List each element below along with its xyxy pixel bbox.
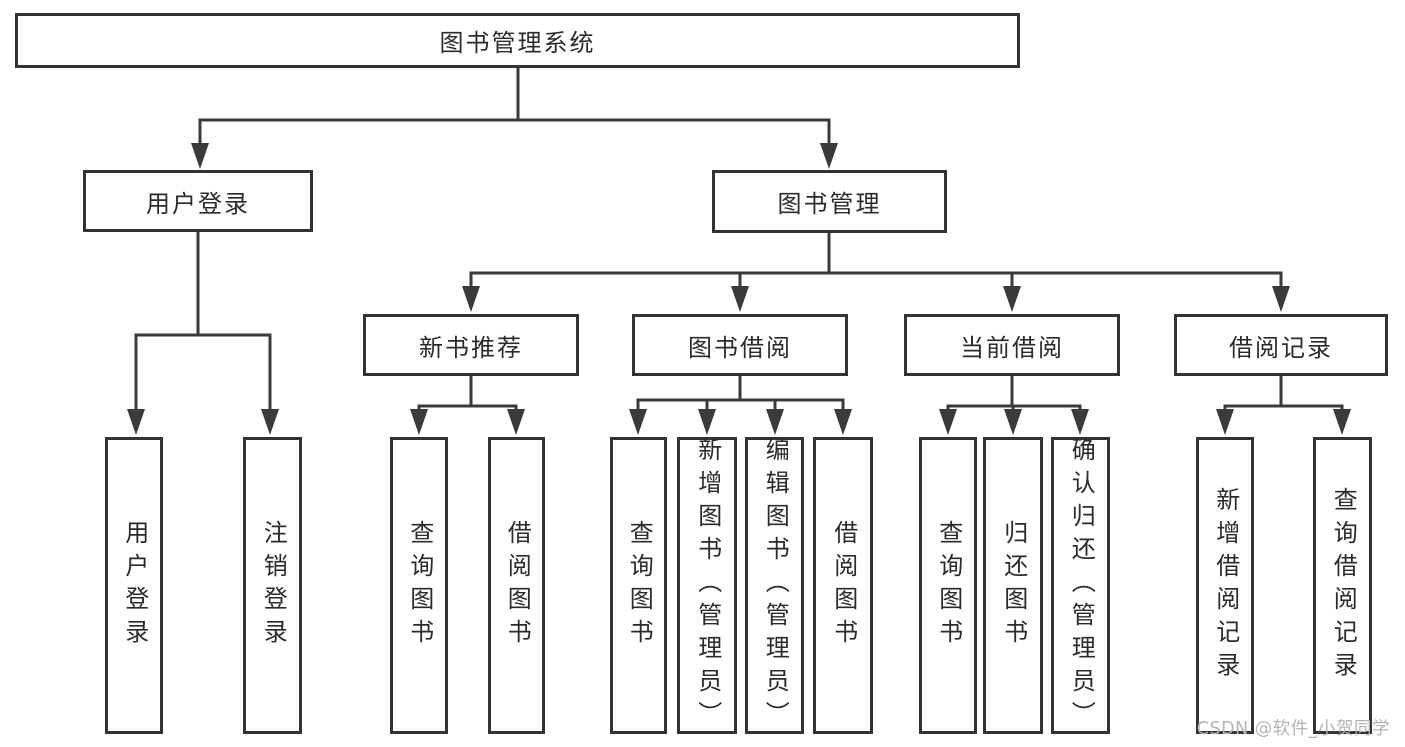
arrowheads [127,143,1351,435]
node-new-book-recommendation: 新书推荐 [363,314,579,376]
arrowhead-down [820,143,838,169]
leaf-label: 查询图书 [625,519,654,652]
node-label: 用户登录 [146,189,250,218]
leaf-label: 用户登录 [120,519,149,652]
leaf-logout: 注销登录 [243,437,302,734]
leaf-label: 查询图书 [934,519,963,652]
arrowhead-down [507,409,525,435]
arrowhead-down [1272,286,1290,312]
leaf-label: 注销登录 [259,519,288,652]
node-book-borrowing: 图书借阅 [632,314,848,376]
tree-edges [134,66,1344,414]
node-label: 借阅记录 [1229,333,1333,362]
arrowhead-down [731,286,749,312]
arrowhead-down [1333,409,1351,435]
arrowhead-down [698,409,716,435]
leaf-borrow-books-under-recommend: 借阅图书 [488,437,545,734]
node-borrowing-records: 借阅记录 [1174,314,1388,376]
arrowhead-down [410,409,428,435]
arrowhead-down [939,409,957,435]
leaf-user-login: 用户登录 [105,437,163,734]
node-label: 新书推荐 [419,333,523,362]
leaf-label: 编辑图书（管理员） [761,437,790,734]
arrowhead-down [1003,286,1021,312]
leaf-borrow-books-under-borrowing: 借阅图书 [813,437,873,734]
leaf-query-borrow-record: 查询借阅记录 [1313,437,1372,734]
leaf-edit-books-admin: 编辑图书（管理员） [745,437,804,734]
leaf-return-books: 归还图书 [983,437,1043,734]
arrowhead-down [462,286,480,312]
arrowhead-down [1216,409,1234,435]
csdn-watermark: CSDN @软件_小贺同学 [1196,719,1390,739]
node-book-management: 图书管理 [712,170,947,233]
node-user-login: 用户登录 [83,170,313,232]
leaf-label: 借阅图书 [829,519,858,652]
leaf-label: 借阅图书 [503,519,532,652]
leaf-add-borrow-record: 新增借阅记录 [1196,437,1254,734]
leaf-add-books-admin: 新增图书（管理员） [677,437,737,734]
node-label: 当前借阅 [960,333,1064,362]
leaf-confirm-return-admin: 确认归还（管理员） [1051,437,1110,734]
arrowhead-down [191,143,209,169]
leaf-label: 查询借阅记录 [1329,486,1358,685]
leaf-label: 新增借阅记录 [1211,486,1240,685]
arrowhead-down [261,409,279,435]
node-current-borrowing: 当前借阅 [904,314,1120,376]
arrowhead-down [1004,409,1022,435]
node-label: 图书管理系统 [439,29,596,57]
leaf-query-books-under-borrowing: 查询图书 [610,437,667,734]
leaf-label: 新增图书（管理员） [693,437,722,734]
arrowhead-down [1071,409,1089,435]
arrowhead-down [629,409,647,435]
node-label: 图书管理 [777,190,882,218]
leaf-query-books-under-recommend: 查询图书 [390,437,448,734]
arrowhead-down [127,409,145,435]
leaf-label: 查询图书 [405,519,434,652]
arrowhead-down [766,409,784,435]
arrowhead-down [834,409,852,435]
leaf-label: 归还图书 [999,519,1028,652]
leaf-label: 确认归还（管理员） [1067,437,1096,734]
leaf-query-books-under-current: 查询图书 [919,437,977,734]
node-label: 图书借阅 [688,333,792,362]
node-library-management-system: 图书管理系统 [15,13,1020,68]
